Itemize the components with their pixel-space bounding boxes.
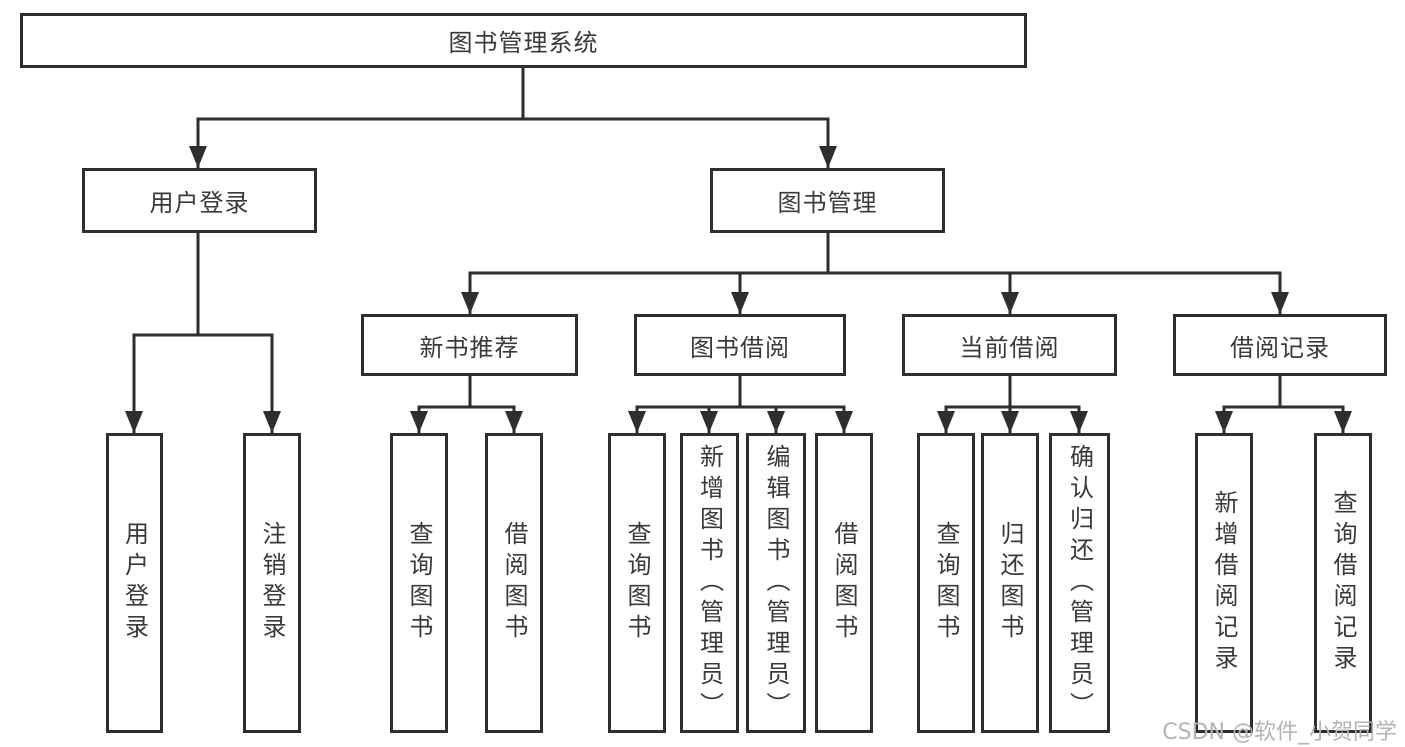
leaf-add-borrow-record: 新增借阅记录 — [1195, 433, 1253, 733]
leaf-add-borrow-record-label: 新增借阅记录 — [1210, 490, 1238, 676]
leaf-edit-book-admin-label: 编辑图书（管理员） — [762, 443, 790, 723]
node-current-borrow-label: 当前借阅 — [959, 333, 1060, 362]
csdn-watermark: CSDN @软件_小贺同学 — [1162, 720, 1397, 745]
node-borrow-records: 借阅记录 — [1173, 314, 1387, 376]
leaf-add-book-admin: 新增图书（管理员） — [680, 433, 739, 733]
node-current-borrow: 当前借阅 — [902, 314, 1117, 376]
leaf-borrow-books-2: 借阅图书 — [815, 433, 873, 733]
leaf-logout: 注销登录 — [243, 433, 301, 733]
leaf-borrow-books-1: 借阅图书 — [485, 433, 543, 733]
leaf-logout-label: 注销登录 — [258, 521, 286, 645]
leaf-return-books-label: 归还图书 — [996, 521, 1024, 645]
leaf-user-login-label: 用户登录 — [120, 521, 149, 645]
leaf-query-books-2-label: 查询图书 — [623, 521, 651, 645]
node-book-borrow: 图书借阅 — [634, 314, 846, 376]
leaf-query-books-1: 查询图书 — [390, 433, 448, 733]
node-new-book-recommend: 新书推荐 — [361, 314, 578, 376]
leaf-query-borrow-record-label: 查询借阅记录 — [1329, 490, 1357, 676]
leaf-query-books-1-label: 查询图书 — [405, 521, 433, 645]
leaf-query-books-2: 查询图书 — [608, 433, 666, 733]
node-user-login-branch-label: 用户登录 — [149, 189, 250, 217]
node-root: 图书管理系统 — [20, 13, 1027, 68]
leaf-borrow-books-2-label: 借阅图书 — [830, 521, 858, 645]
node-book-management-branch-label: 图书管理 — [777, 189, 878, 217]
leaf-edit-book-admin: 编辑图书（管理员） — [746, 433, 806, 733]
leaf-add-book-admin-label: 新增图书（管理员） — [695, 443, 724, 723]
node-book-management-branch: 图书管理 — [710, 168, 945, 233]
leaf-query-books-3-label: 查询图书 — [932, 521, 960, 645]
node-new-book-recommend-label: 新书推荐 — [419, 333, 520, 362]
leaf-user-login: 用户登录 — [106, 433, 163, 733]
arrowhead-icons — [125, 146, 1352, 433]
leaf-return-books: 归还图书 — [981, 433, 1039, 733]
node-root-label: 图书管理系统 — [448, 29, 599, 57]
leaf-query-borrow-record: 查询借阅记录 — [1314, 433, 1372, 733]
leaf-borrow-books-1-label: 借阅图书 — [500, 521, 528, 645]
node-borrow-records-label: 借阅记录 — [1230, 333, 1330, 362]
leaf-query-books-3: 查询图书 — [917, 433, 975, 733]
node-user-login-branch: 用户登录 — [82, 168, 317, 233]
leaf-confirm-return-admin: 确认归还（管理员） — [1049, 433, 1110, 733]
node-book-borrow-label: 图书借阅 — [690, 333, 790, 362]
leaf-confirm-return-admin-label: 确认归还（管理员） — [1065, 443, 1094, 723]
